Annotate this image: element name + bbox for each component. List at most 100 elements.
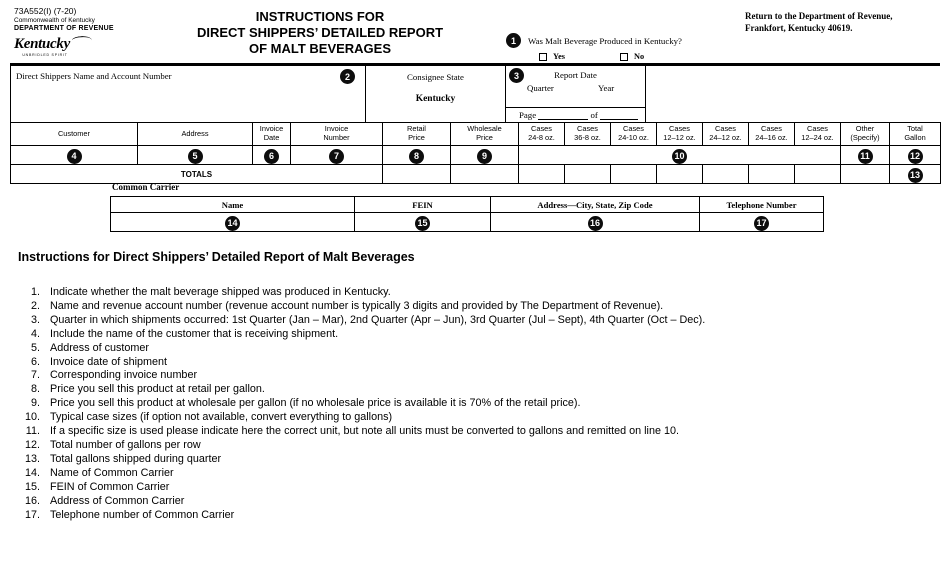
instruction-item-9: 9.Price you sell this product at wholesa… (30, 397, 581, 410)
totals-label-cell: TOTALS (10, 164, 383, 184)
common-carrier-table: Name FEIN Address—City, State, Zip Code … (110, 196, 824, 232)
instructions-list: 1.Indicate whether the malt beverage shi… (18, 286, 938, 522)
commonwealth-label: Commonwealth of Kentucky (14, 17, 95, 24)
item-7-cell: 7 (290, 145, 383, 165)
item-9-marker: 9 (477, 148, 492, 164)
page-title: INSTRUCTIONS FOR DIRECT SHIPPERS’ DETAIL… (160, 9, 480, 57)
report-box-divider (505, 107, 646, 108)
totals-cases-36-8-cell[interactable] (564, 164, 611, 184)
instruction-item-16: 16.Address of Common Carrier (24, 494, 185, 507)
col-carrier-name: Name (110, 196, 355, 213)
item-11-marker: 11 (857, 148, 873, 164)
horse-swoosh-icon (71, 34, 93, 47)
return-address: Return to the Department of Revenue, Fra… (745, 11, 892, 34)
kentucky-logo: Kentucky UNBRIDLED SPIRIT (14, 34, 93, 57)
col-carrier-address: Address—City, State, Zip Code (490, 196, 700, 213)
instruction-item-3: 3.Quarter in which shipments occurred: 1… (30, 313, 706, 326)
page-label: Page (519, 110, 537, 120)
consignee-state-value: Kentucky (415, 94, 456, 104)
instruction-item-13: 13.Total gallons shipped during quarter (24, 452, 222, 465)
item-13-cell: 13 (889, 164, 941, 184)
item-7-marker: 7 (329, 148, 344, 164)
instruction-item-12: 12.Total number of gallons per row (24, 438, 201, 451)
instruction-item-17: 17.Telephone number of Common Carrier (24, 508, 235, 521)
totals-cases-12-12-cell[interactable] (656, 164, 703, 184)
carrier-header-row: Name FEIN Address—City, State, Zip Code … (110, 196, 824, 213)
department-label: DEPARTMENT OF REVENUE (14, 25, 114, 32)
title-line-1: INSTRUCTIONS FOR (255, 9, 385, 24)
item-15-cell: 15 (354, 212, 491, 232)
instruction-item-5: 5.Address of customer (30, 341, 150, 354)
totals-cases-24-16-cell[interactable] (748, 164, 795, 184)
totals-cases-24-12-cell[interactable] (702, 164, 749, 184)
info-row-divider-3 (645, 66, 646, 122)
item-11-cell: 11 (840, 145, 890, 165)
item-16-cell: 16 (490, 212, 700, 232)
no-checkbox[interactable] (619, 52, 628, 61)
yes-checkbox[interactable] (539, 52, 547, 61)
totals-retail-cell[interactable] (382, 164, 451, 184)
item-6-marker: 6 (264, 148, 279, 164)
item-17-marker: 17 (754, 215, 769, 231)
instruction-item-7: 7.Corresponding invoice number (30, 369, 198, 382)
instruction-item-4: 4.Include the name of the customer that … (30, 327, 339, 340)
item-10-cell: 10 (518, 145, 841, 165)
instruction-item-10: 10.Typical case sizes (if option not ava… (24, 411, 393, 424)
item-8-marker: 8 (409, 148, 424, 164)
form-number: 73A552(I) (7-20) (14, 6, 77, 16)
col-other-specify: Other(Specify) (840, 122, 890, 146)
item-14-marker: 14 (225, 215, 240, 231)
item-10-marker: 10 (672, 148, 687, 164)
item-13-marker: 13 (907, 167, 923, 183)
item-12-cell: 12 (889, 145, 941, 165)
item-9-cell: 9 (450, 145, 519, 165)
item-1-marker: 1 (506, 33, 521, 48)
of-label: of (590, 110, 598, 120)
totals-cases-24-8-cell[interactable] (518, 164, 565, 184)
shipper-name-label: Direct Shippers Name and Account Number (16, 71, 172, 81)
yes-label: Yes (553, 52, 565, 61)
item-6-cell: 6 (252, 145, 291, 165)
title-line-2: DIRECT SHIPPERS’ DETAILED REPORT (196, 25, 444, 40)
item-8-cell: 8 (382, 145, 451, 165)
info-row-border-left (10, 66, 11, 122)
item-17-cell: 17 (699, 212, 824, 232)
return-address-line-2: Frankfort, Kentucky 40619. (745, 22, 853, 33)
item-4-marker: 4 (66, 148, 82, 164)
item-2-marker: 2 (340, 69, 355, 84)
title-line-3: OF MALT BEVERAGES (248, 41, 392, 56)
item-5-marker: 5 (187, 148, 203, 164)
page-of-line: Page of (519, 110, 639, 120)
kentucky-logo-script: Kentucky (14, 36, 70, 52)
totals-cases-12-24-cell[interactable] (794, 164, 841, 184)
item-5-cell: 5 (137, 145, 253, 165)
instruction-item-14: 14.Name of Common Carrier (24, 466, 174, 479)
page-number-blank[interactable] (538, 111, 589, 120)
instruction-item-2: 2.Name and revenue account number (reven… (30, 299, 664, 312)
produced-in-kentucky-question: 1 Was Malt Beverage Produced in Kentucky… (506, 33, 741, 61)
instructions-heading: Instructions for Direct Shippers’ Detail… (18, 250, 415, 264)
no-label: No (633, 52, 645, 61)
instruction-item-11: 11.If a specific size is used please ind… (25, 425, 679, 438)
instruction-item-15: 15.FEIN of Common Carrier (24, 480, 170, 493)
totals-other-cell[interactable] (840, 164, 890, 184)
item-15-marker: 15 (415, 215, 430, 231)
col-carrier-phone: Telephone Number (699, 196, 824, 213)
totals-cases-24-10-cell[interactable] (610, 164, 657, 184)
instruction-item-6: 6.Invoice date of shipment (30, 355, 168, 368)
instruction-item-8: 8.Price you sell this product at retail … (30, 383, 265, 396)
totals-wholesale-cell[interactable] (450, 164, 519, 184)
page-total-blank[interactable] (600, 111, 639, 120)
report-date-label: Report Date (554, 70, 597, 80)
